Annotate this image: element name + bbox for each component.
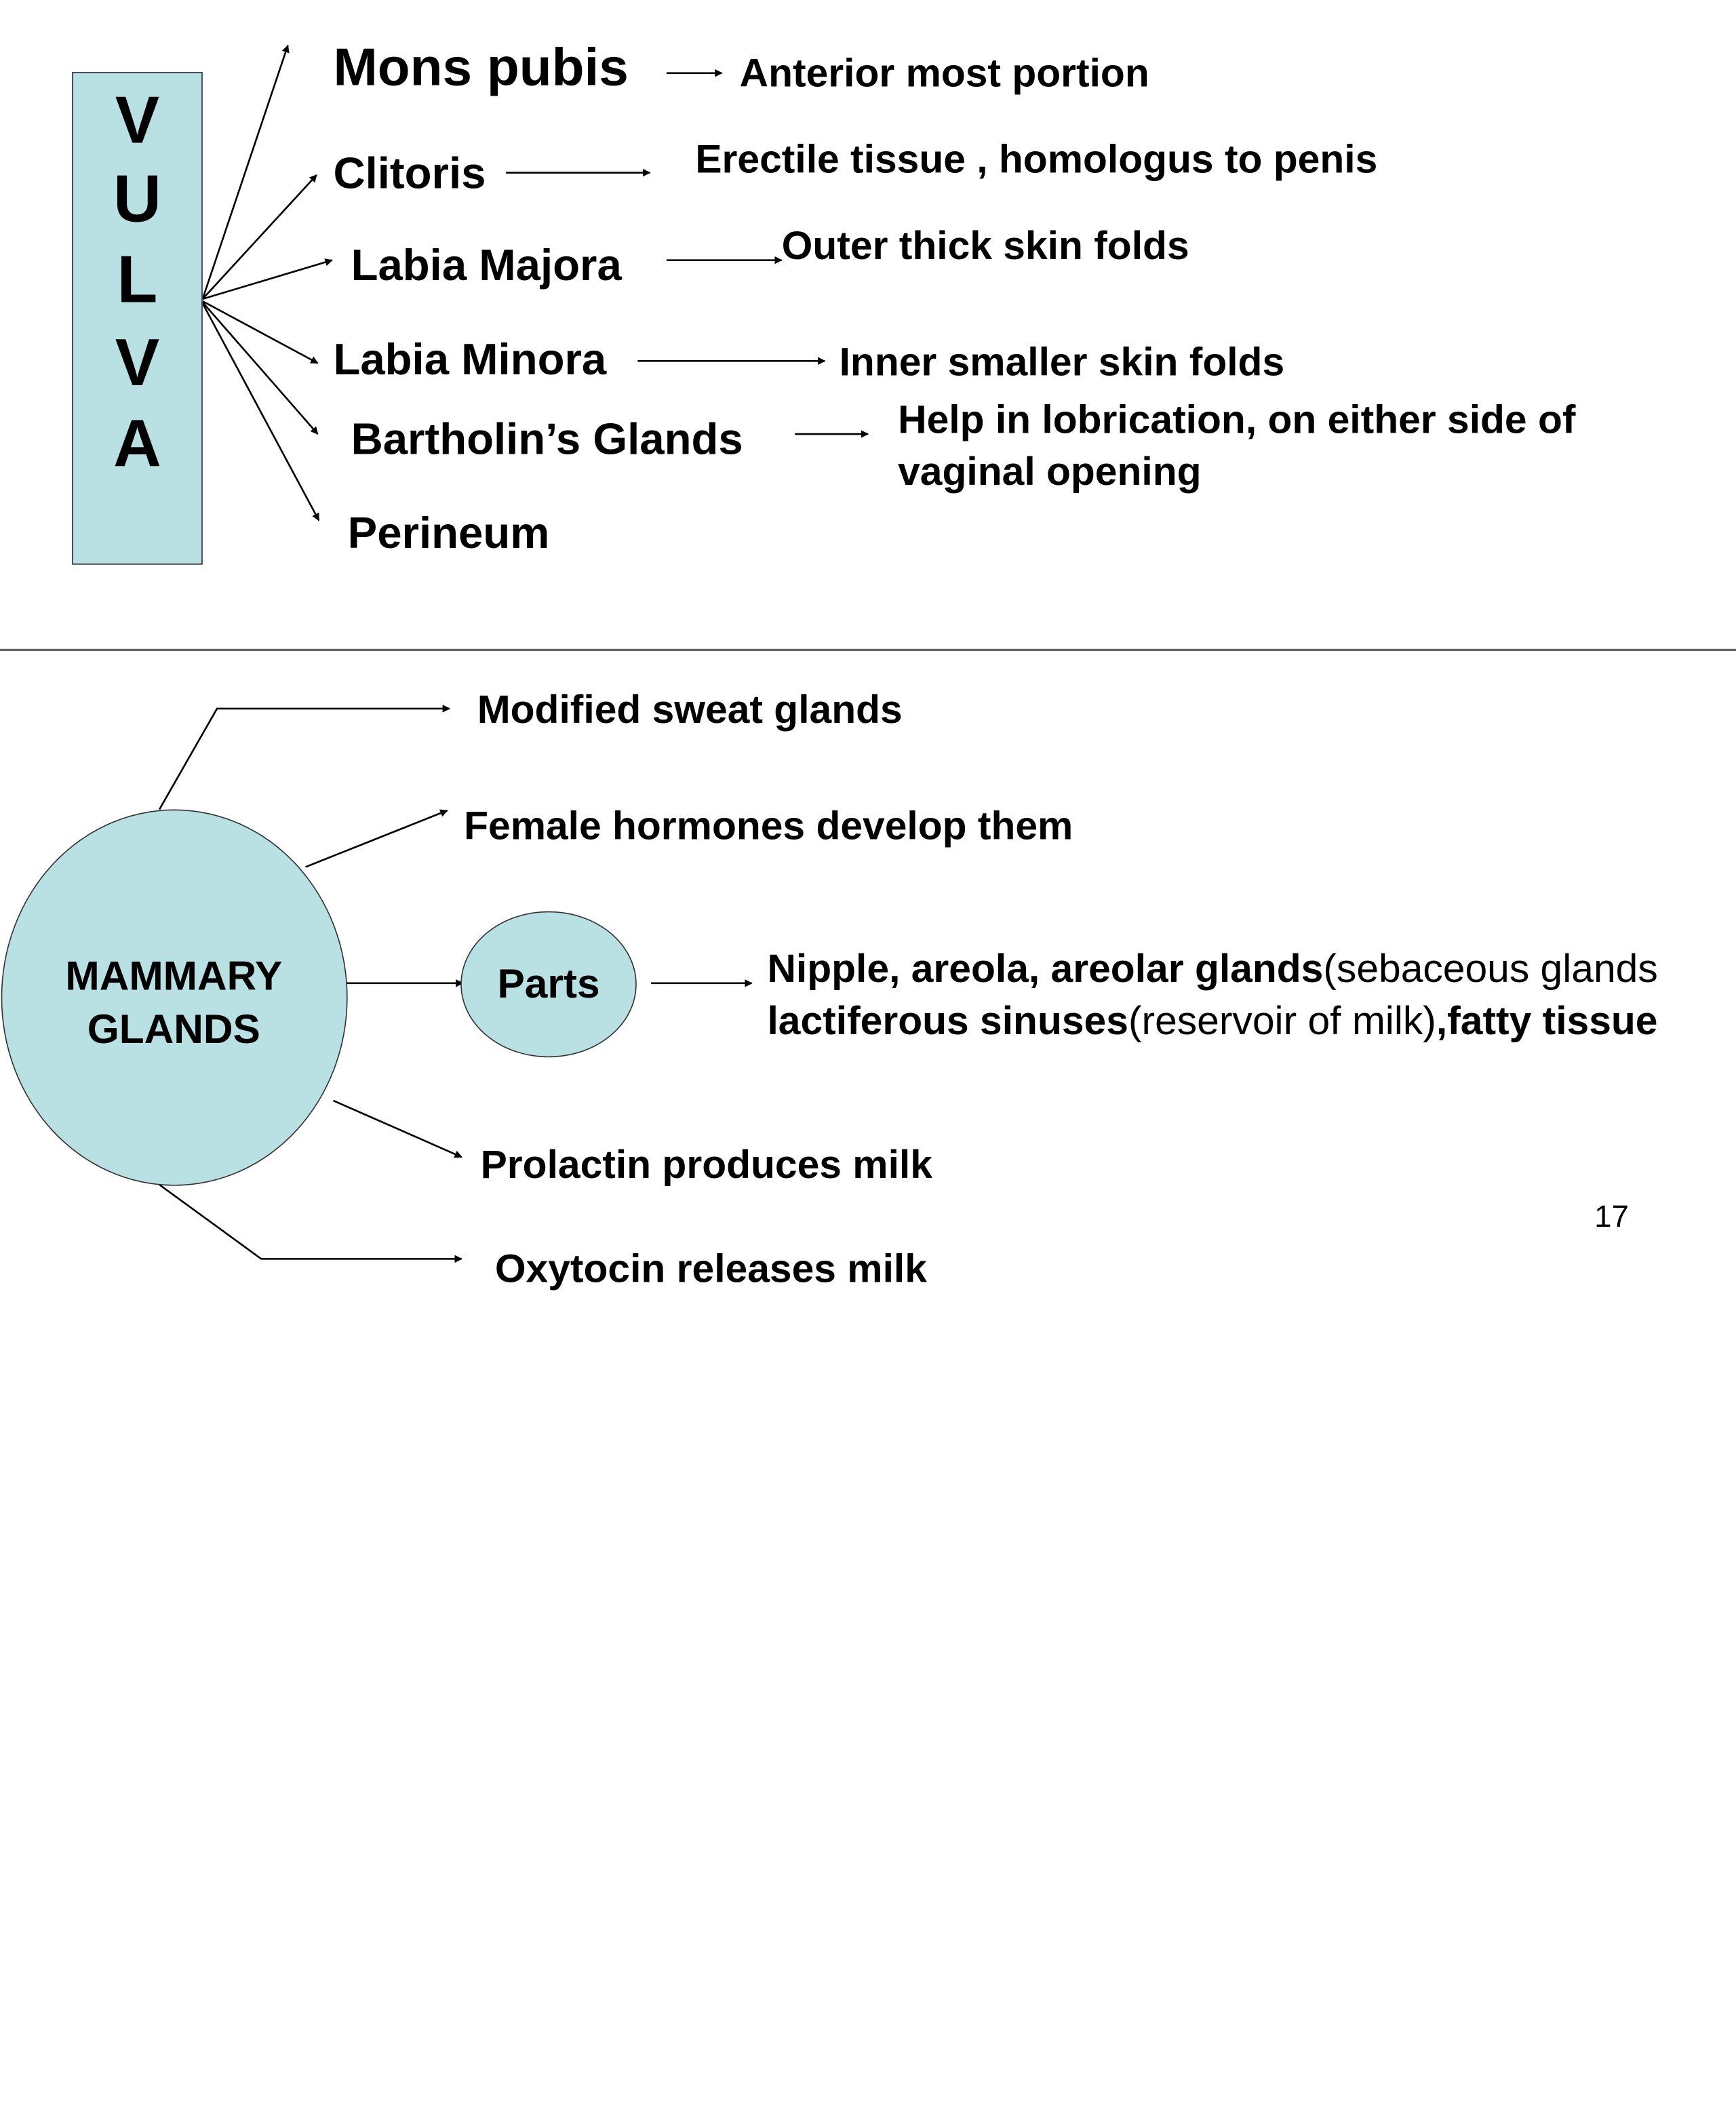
parts-desc-line2-bold-end: ,fatty tissue: [1436, 998, 1658, 1044]
part-labia-minora: Labia Minora: [333, 335, 607, 385]
vulva-letter-v2: V: [115, 326, 160, 400]
parts-label: Parts: [497, 961, 600, 1007]
part-mons-pubis: Mons pubis: [333, 39, 629, 98]
mammary-arrow-hormones: [305, 809, 448, 868]
mammary-arrow-oxytocin: [159, 1183, 462, 1263]
part-perineum: Perineum: [347, 509, 550, 558]
connector-arrows: [158, 44, 869, 1263]
desc-mons-pubis: Anterior most portion: [739, 50, 1149, 96]
parts-desc-line2: lactiferous sinuses(reservoir of milk),f…: [767, 998, 1658, 1044]
vulva-box: V U L V A: [72, 72, 203, 565]
vulva-letter-u: U: [113, 161, 161, 236]
fact-modified-sweat-glands: Modified sweat glands: [477, 686, 903, 732]
vulva-arrow-labia-minora: [202, 300, 319, 364]
vulva-letter-a: A: [113, 406, 161, 481]
desc-bartholins-line1: Help in lobrication, on either side of: [898, 396, 1576, 442]
mammary-arrow-sweat: [158, 705, 451, 810]
mammary-label-line2: GLANDS: [87, 1006, 260, 1052]
vulva-arrow-perineum: [201, 302, 320, 521]
part-bartholins-glands: Bartholin’s Glands: [351, 415, 743, 465]
desc-clitoris: Erectile tissue , homologus to penis: [695, 136, 1378, 182]
fact-oxytocin: Oxytocin releases milk: [494, 1245, 927, 1291]
desc-labia-majora: Outer thick skin folds: [781, 222, 1189, 269]
desc-labia-minora: Inner smaller skin folds: [839, 338, 1285, 385]
mammary-label-line1: MAMMARY: [65, 953, 283, 999]
vulva-arrow-bartholin: [201, 301, 319, 435]
parts-circle: [460, 911, 637, 1058]
section-divider: [0, 648, 1736, 652]
parts-desc-line1: Nipple, areola, areolar glands(sebaceous…: [767, 948, 1657, 989]
vulva-arrow-clitoris: [201, 174, 317, 300]
part-labia-majora: Labia Majora: [351, 241, 622, 290]
mammary-glands-circle: [1, 809, 348, 1186]
mammary-glands-label: MAMMARY GLANDS: [0, 950, 348, 1057]
vulva-letter-v: V: [115, 83, 160, 157]
parts-desc-line2-bold: lactiferous sinuses: [767, 998, 1128, 1044]
page-number: 17: [1594, 1199, 1629, 1234]
vulva-arrow-labia-majora: [202, 258, 333, 300]
desc-bartholins-line2: vaginal opening: [898, 448, 1202, 494]
mammary-arrow-prolactin: [332, 1099, 462, 1158]
parts-desc-line1-normal: (sebaceous glands: [1323, 945, 1658, 991]
parts-desc-line1-bold: Nipple, areola, areolar glands: [767, 945, 1324, 991]
vulva-arrow-mons: [201, 44, 290, 300]
fact-female-hormones: Female hormones develop them: [464, 802, 1073, 848]
part-clitoris: Clitoris: [333, 149, 486, 199]
fact-prolactin: Prolactin produces milk: [480, 1141, 932, 1187]
parts-desc-line2-normal: (reservoir of milk): [1128, 998, 1436, 1044]
vulva-letter-l: L: [117, 242, 158, 317]
